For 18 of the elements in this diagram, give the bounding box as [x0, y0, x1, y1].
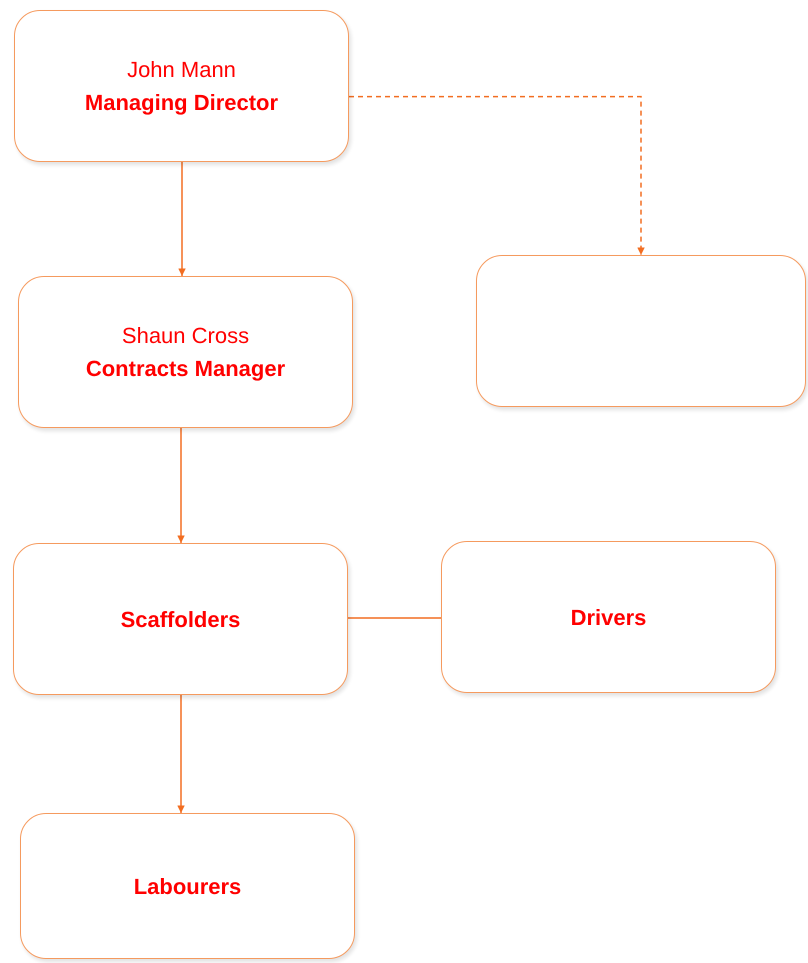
role-box — [18, 276, 353, 428]
arrow — [177, 695, 185, 813]
role-box — [20, 813, 355, 959]
role-title: Contracts Manager — [86, 355, 286, 383]
arrow — [349, 96, 645, 255]
role-title: Scaffolders — [120, 606, 240, 634]
arrow — [177, 428, 185, 543]
role-box — [441, 541, 776, 693]
role-box — [14, 10, 349, 162]
person-name: Shaun Cross — [122, 322, 250, 350]
role-box — [13, 543, 348, 695]
person-name: John Mann — [127, 56, 236, 84]
connector-line — [348, 617, 441, 619]
arrow — [178, 162, 186, 276]
empty-box — [476, 255, 806, 407]
role-title: Labourers — [134, 872, 242, 900]
role-title: Managing Director — [84, 89, 278, 117]
role-title: Drivers — [570, 604, 646, 632]
